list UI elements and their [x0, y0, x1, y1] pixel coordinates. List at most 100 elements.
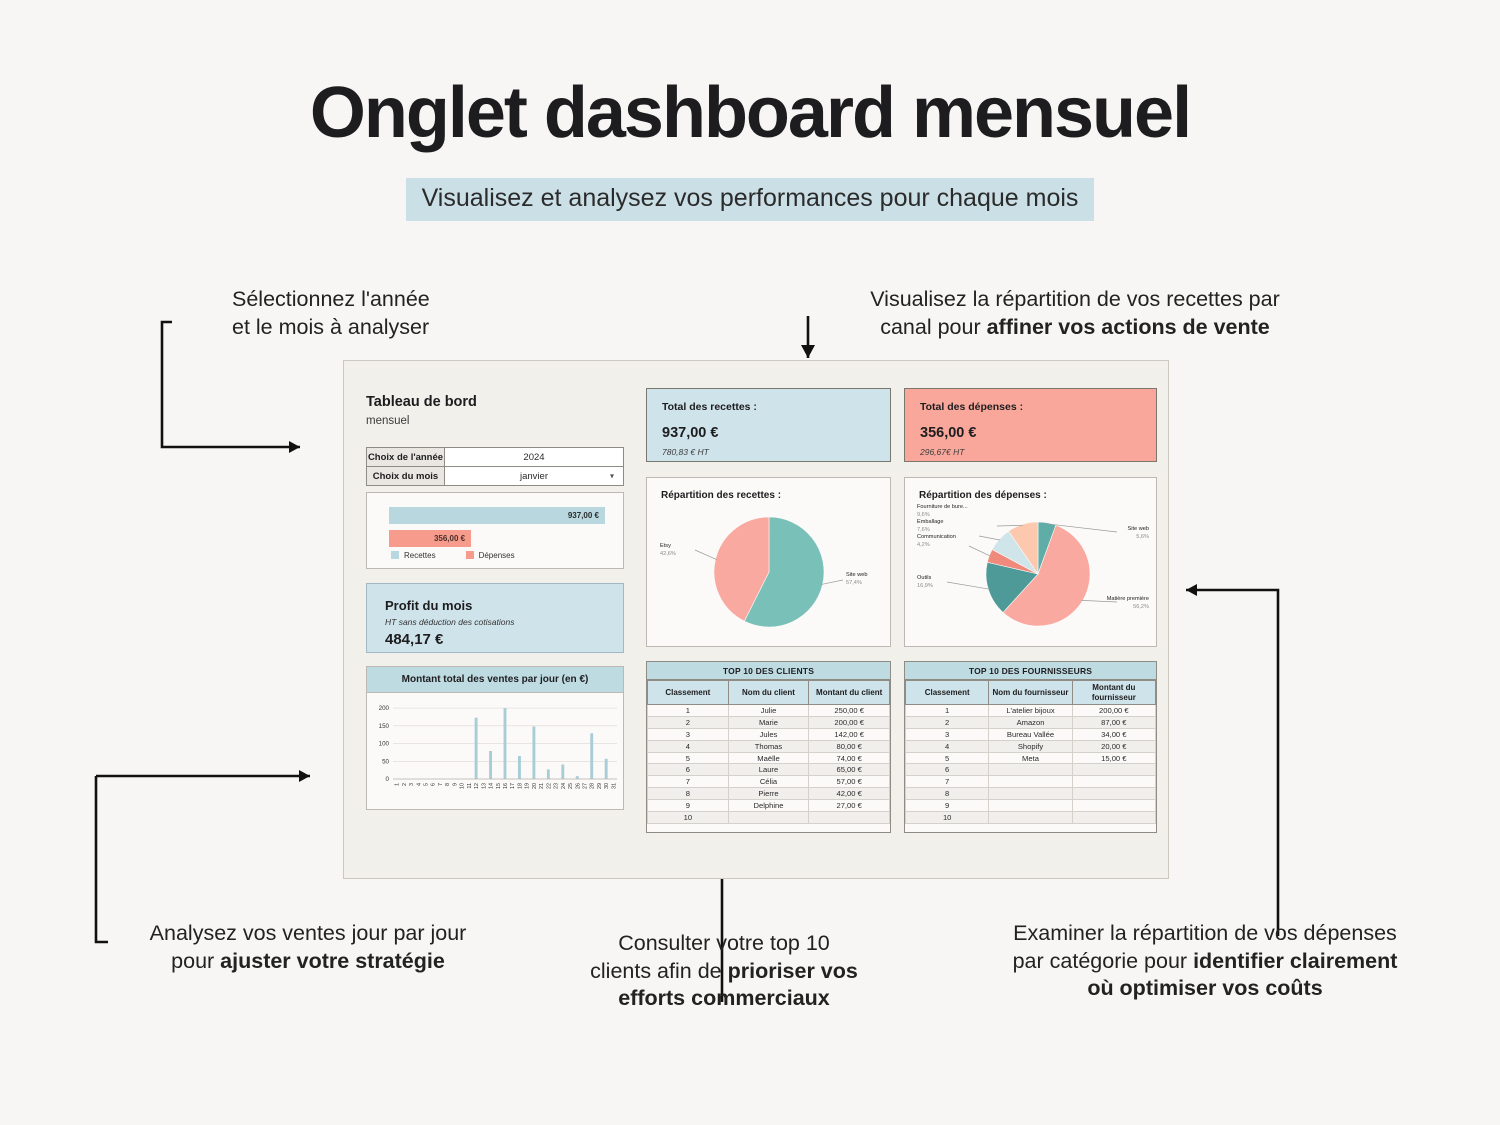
svg-text:28: 28 [590, 783, 596, 789]
table-cell: 74,00 € [808, 751, 890, 765]
svg-text:19: 19 [525, 783, 531, 789]
table-cell: Laure [727, 763, 810, 777]
year-selector-row[interactable]: Choix de l'année 2024 [366, 447, 624, 467]
column-header: Nom du fournisseur [988, 680, 1073, 705]
svg-text:24: 24 [561, 783, 567, 789]
legend-label-recettes: Recettes [404, 551, 436, 560]
svg-text:150: 150 [379, 723, 390, 730]
svg-text:26: 26 [575, 783, 581, 789]
table-cell: 250,00 € [808, 704, 890, 717]
dashboard-subtitle: mensuel [366, 415, 410, 427]
table-cell [988, 811, 1073, 824]
month-selector-row[interactable]: Choix du mois janvier ▾ [366, 466, 624, 486]
table-cell [988, 787, 1073, 801]
table-cell: 65,00 € [808, 763, 890, 777]
table-cell: 5 [647, 751, 729, 765]
table-cell: 6 [647, 763, 729, 777]
table-cell: 3 [904, 727, 990, 741]
table-row[interactable]: 10 [904, 811, 1157, 824]
kpi-card-depenses: Total des dépenses : 356,00 € 296,67€ HT [904, 388, 1157, 462]
svg-text:25: 25 [568, 783, 574, 789]
svg-text:2: 2 [402, 783, 408, 786]
year-selector-value[interactable]: 2024 [444, 447, 624, 467]
table-row[interactable]: 7 [904, 775, 1157, 789]
svg-text:23: 23 [554, 783, 560, 789]
period-selector[interactable]: Choix de l'année 2024 Choix du mois janv… [366, 447, 624, 486]
legend-swatch-depenses [465, 551, 474, 559]
svg-text:17: 17 [510, 783, 516, 789]
year-value-text: 2024 [523, 451, 545, 463]
depenses-bar-value: 356,00 € [433, 534, 466, 543]
compare-bars: 937,00 € 356,00 € [389, 507, 605, 547]
month-value-text: janvier [520, 470, 548, 482]
svg-text:100: 100 [379, 741, 390, 748]
table-cell: Thomas [727, 739, 810, 753]
table-cell: Jules [727, 727, 810, 741]
pie-slice-label: Fourniture de bure...9,6% [917, 504, 968, 518]
svg-text:11: 11 [467, 783, 473, 789]
table-cell: Marie [727, 715, 810, 729]
svg-text:12: 12 [474, 783, 480, 789]
svg-text:1: 1 [395, 783, 401, 786]
table-cell [1071, 787, 1157, 801]
table-cell: Maëlle [727, 751, 810, 765]
depenses-bar: 356,00 € [389, 530, 472, 547]
table-cell: 200,00 € [808, 715, 890, 729]
month-selector-value[interactable]: janvier ▾ [444, 466, 624, 486]
svg-text:18: 18 [517, 783, 523, 789]
svg-text:3: 3 [409, 783, 415, 786]
column-header: Classement [647, 680, 729, 705]
table-cell [808, 811, 890, 824]
table-row[interactable]: 6 [904, 763, 1157, 777]
svg-text:30: 30 [604, 783, 610, 789]
legend-item-depenses: Dépenses [465, 551, 515, 560]
annotation-top-clients: Consulter votre top 10 clients afin de p… [590, 931, 858, 1011]
recettes-depenses-bar-card: 937,00 € 356,00 € Recettes Dépenses [366, 492, 624, 569]
annotation-depenses-pie: Examiner la répartition de vos dépenses … [1012, 921, 1398, 1001]
svg-text:200: 200 [379, 705, 390, 712]
svg-text:20: 20 [532, 783, 538, 789]
dashboard-screenshot: Tableau de bord mensuel Choix de l'année… [343, 360, 1169, 879]
page-subtitle: Visualisez et analysez vos performances … [405, 178, 1095, 221]
table-row[interactable]: 10 [647, 811, 890, 824]
table-cell: 6 [904, 763, 990, 777]
svg-text:27: 27 [582, 783, 588, 789]
svg-text:13: 13 [481, 783, 487, 789]
chevron-down-icon[interactable]: ▾ [609, 471, 614, 481]
column-header: Nom du client [727, 680, 810, 705]
annotation-daily-sales: Analysez vos ventes jour par jour pour a… [149, 921, 467, 973]
table-cell: 200,00 € [1071, 704, 1157, 717]
table-cell: L'atelier bijoux [988, 704, 1073, 717]
table-row[interactable]: 8 [904, 787, 1157, 801]
table-cell: Pierre [727, 787, 810, 801]
table-row[interactable]: 9 [904, 799, 1157, 813]
table-cell: 27,00 € [808, 799, 890, 813]
svg-text:10: 10 [460, 783, 466, 789]
year-selector-label: Choix de l'année [366, 447, 445, 467]
month-selector-label: Choix du mois [366, 466, 445, 486]
table-cell: Julie [727, 704, 810, 717]
table-cell: 42,00 € [808, 787, 890, 801]
profit-card: Profit du mois HT sans déduction des cot… [366, 583, 624, 653]
legend-item-recettes: Recettes [391, 551, 436, 560]
